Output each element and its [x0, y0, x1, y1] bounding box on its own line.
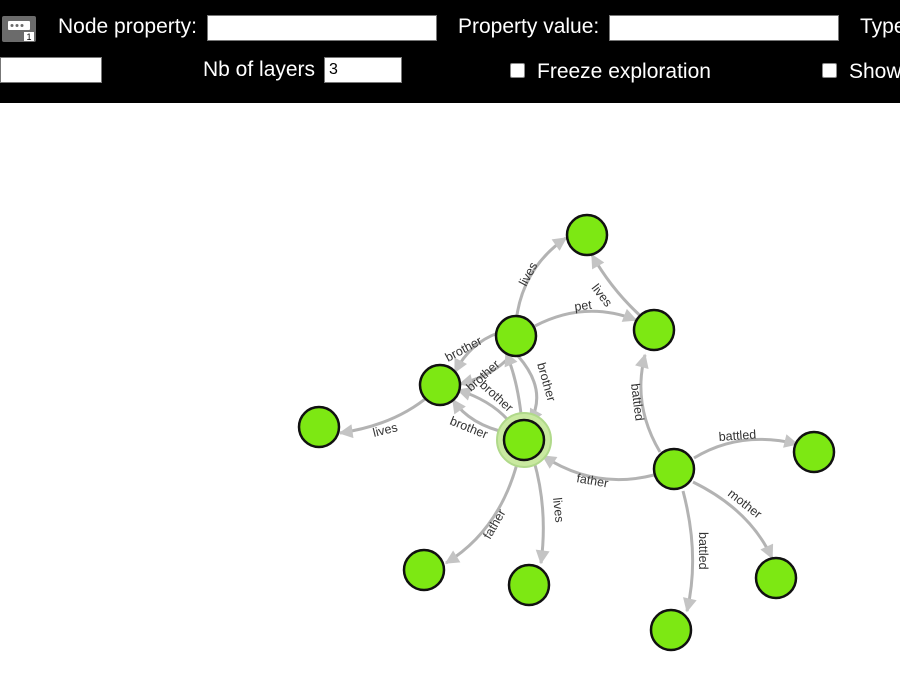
edge-lives-right: [590, 253, 646, 322]
graph-node-top[interactable]: [565, 213, 609, 257]
svg-text:1: 1: [26, 32, 31, 42]
edge-mother: [692, 480, 774, 560]
edge-label-battled-up: battled: [628, 383, 646, 422]
graph-node-bottom[interactable]: [649, 608, 693, 652]
graph-node-right-upper[interactable]: [632, 308, 676, 352]
edge-label-father-left: father: [480, 507, 508, 542]
edge-brother-1: [453, 331, 499, 374]
edge-label-lives-left: lives: [371, 420, 399, 440]
edge-lives-top: [514, 236, 568, 323]
node-property-input[interactable]: [207, 15, 437, 41]
graph-node-selected[interactable]: [502, 418, 546, 462]
node-property-label: Node property:: [58, 15, 197, 38]
graph-export-icon[interactable]: 1: [0, 12, 38, 44]
edge-label-battled-right: battled: [718, 427, 756, 444]
show-label: Show: [849, 60, 900, 83]
graph-node-bottom-left[interactable]: [402, 548, 446, 592]
freeze-exploration-checkbox[interactable]: [510, 63, 525, 78]
edge-label-battled-down: battled: [696, 532, 710, 570]
graph-node-bottom-center[interactable]: [507, 563, 551, 607]
graph-canvas[interactable]: lives pet lives brother brother brother …: [0, 103, 900, 691]
graph-node-center-upper[interactable]: [494, 314, 538, 358]
nb-layers-label: Nb of layers: [203, 58, 316, 81]
edge-lives-down: [532, 460, 550, 565]
edge-label-lives-down: lives: [550, 497, 567, 523]
toolbar: 1 Node property: Property value: Type Nb…: [0, 0, 900, 103]
property-value-label: Property value:: [458, 15, 600, 38]
show-checkbox[interactable]: [822, 63, 837, 78]
edge-battled-down: [681, 490, 697, 613]
edge-battled-right: [693, 434, 799, 460]
edge-label-mother: mother: [725, 486, 764, 521]
edge-brother-3: [456, 387, 510, 422]
freeze-exploration-label: Freeze exploration: [537, 60, 711, 83]
graph-node-hub-right[interactable]: [652, 447, 696, 491]
nb-layers-input[interactable]: [324, 57, 402, 83]
edge-label-pet: pet: [573, 298, 593, 314]
graph-node-far-left[interactable]: [297, 405, 341, 449]
property-value-input[interactable]: [609, 15, 839, 41]
graph-node-bottom-right[interactable]: [754, 556, 798, 600]
edge-battled-up: [635, 353, 662, 453]
type-label: Type: [860, 15, 900, 38]
edge-father-left: [444, 459, 520, 565]
edge-lives-left: [338, 393, 431, 439]
edge-pet: [534, 308, 638, 328]
edge-label-father-mid: father: [575, 471, 609, 490]
edge-father-mid: [541, 454, 655, 482]
graph-node-far-right[interactable]: [792, 430, 836, 474]
graph-node-left-mid[interactable]: [418, 363, 462, 407]
type-input[interactable]: [0, 57, 102, 83]
